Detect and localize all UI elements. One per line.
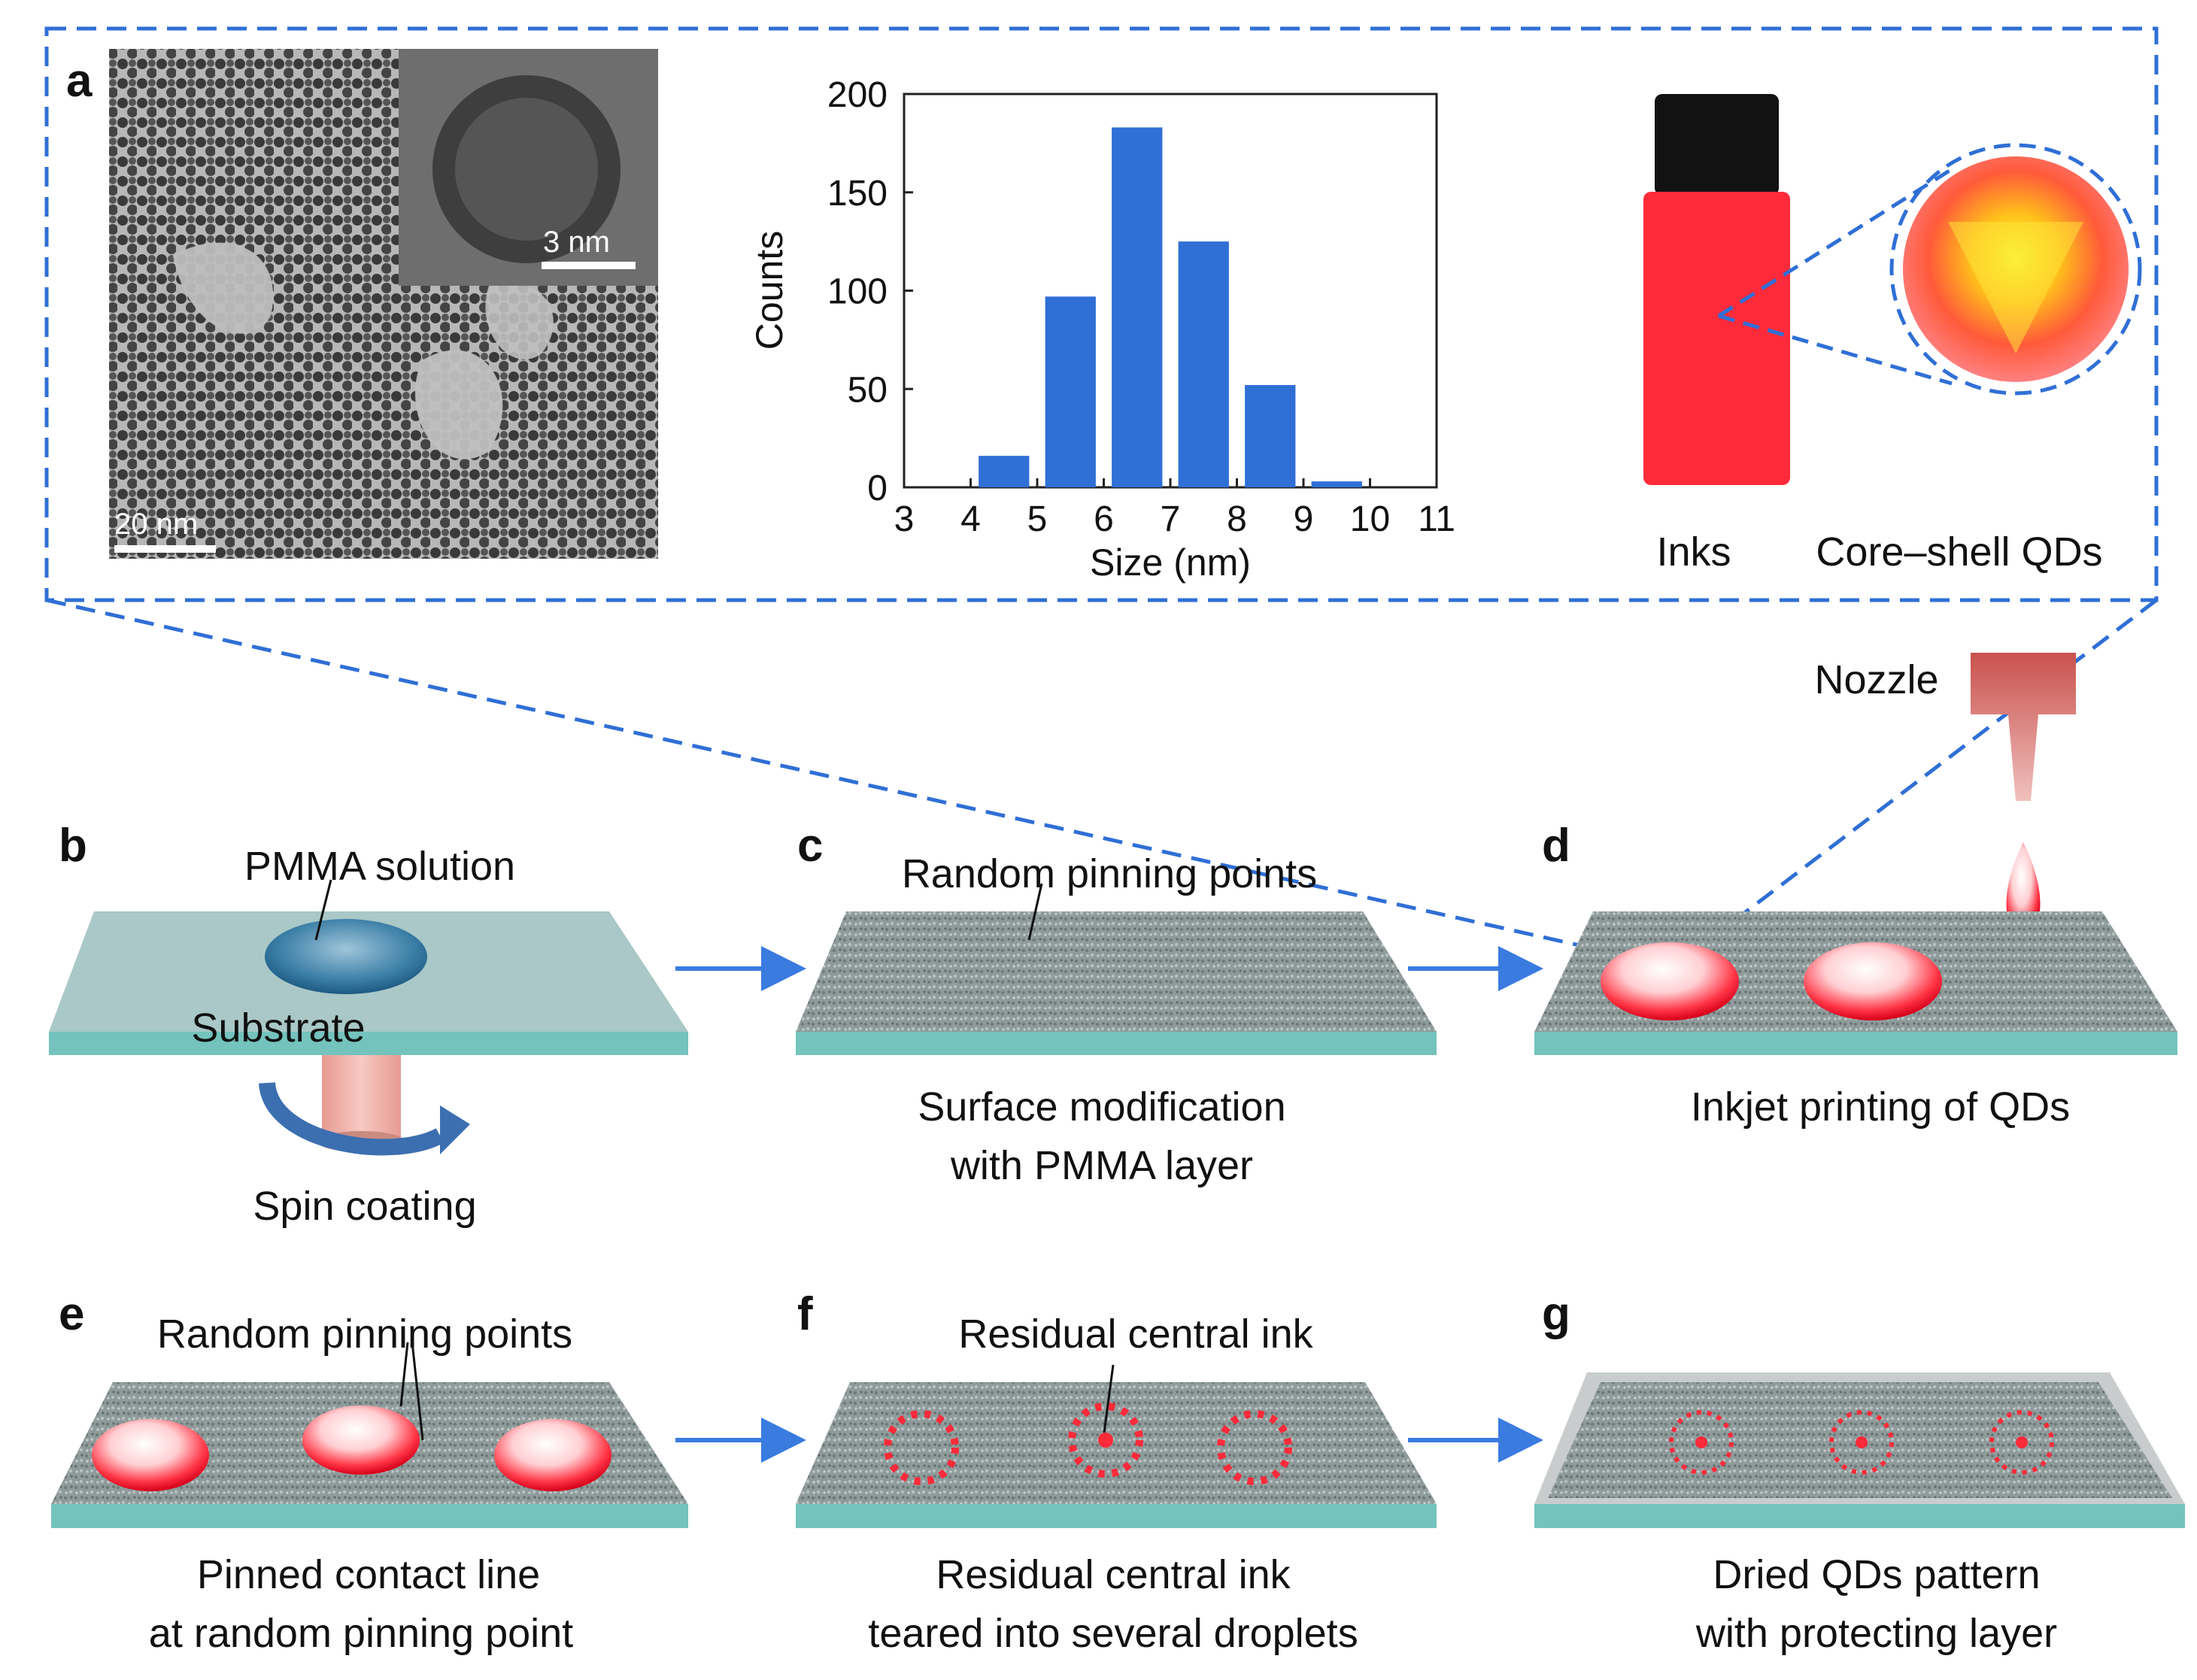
inset-scalebar xyxy=(542,262,636,269)
panel-label-f: f xyxy=(797,1288,813,1340)
caption-g-line1: Dried QDs pattern xyxy=(1713,1552,2040,1597)
caption-g-line2: with protecting layer xyxy=(1695,1611,2057,1656)
x-tick-label: 8 xyxy=(1227,499,1247,539)
nozzle: Nozzle xyxy=(1814,653,2076,940)
ink-vial: Inks xyxy=(1643,94,1790,575)
x-tick-label: 7 xyxy=(1161,499,1181,539)
panel-label-a: a xyxy=(66,55,93,107)
panel-c-substrate xyxy=(796,911,1437,1055)
panel-label-g: g xyxy=(1542,1288,1570,1340)
main-scalebar-label: 20 nm xyxy=(114,508,198,541)
y-tick-label: 0 xyxy=(867,469,888,508)
histogram-bar xyxy=(1178,241,1229,487)
x-tick-label: 11 xyxy=(1418,499,1455,539)
caption-d-line1: Inkjet printing of QDs xyxy=(1691,1084,2070,1130)
substrate-label: Substrate xyxy=(191,1005,365,1051)
x-tick-label: 4 xyxy=(960,499,981,539)
y-tick-label: 200 xyxy=(827,75,888,115)
pinning-pointer-e2 xyxy=(411,1342,424,1441)
dried-qd-pattern xyxy=(1669,1410,2054,1475)
panel-label-e: e xyxy=(59,1288,84,1340)
histogram-xlabel: Size (nm) xyxy=(1090,541,1251,584)
panel-label-c: c xyxy=(797,820,823,872)
tem-image: 3 nm 20 nm xyxy=(109,49,658,559)
histogram-bar xyxy=(1245,385,1296,487)
panel-a-dashed-frame xyxy=(44,26,2159,602)
caption-c-line1: Surface modification xyxy=(918,1084,1285,1130)
pinning-pointer-e1 xyxy=(399,1342,409,1407)
x-tick-label: 5 xyxy=(1027,499,1048,539)
torn-droplets-f xyxy=(884,1403,1292,1485)
random-pinning-label-e: Random pinning points xyxy=(157,1312,572,1357)
x-tick-label: 10 xyxy=(1350,499,1390,539)
y-tick-label: 100 xyxy=(827,272,888,312)
pmma-pointer xyxy=(314,879,332,941)
pinned-droplet-3 xyxy=(494,1419,611,1491)
caption-f-line1: Residual central ink xyxy=(936,1552,1291,1597)
histogram-bar xyxy=(979,456,1030,487)
spin-arrow xyxy=(259,1081,445,1156)
caption-e-line2: at random pinning point xyxy=(149,1611,573,1656)
x-tick-label: 9 xyxy=(1294,499,1314,539)
histogram-bar xyxy=(1112,127,1163,487)
caption-e-line1: Pinned contact line xyxy=(197,1552,540,1597)
projection-line-right xyxy=(1717,599,2158,934)
pinned-droplet-1 xyxy=(92,1419,209,1491)
vial-cap xyxy=(1655,94,1779,196)
pinned-droplet-2 xyxy=(302,1406,420,1475)
y-tick-label: 50 xyxy=(848,370,888,410)
panel-g-substrate xyxy=(1534,1372,2185,1528)
residual-pointer xyxy=(1103,1364,1115,1433)
random-pinning-label-c: Random pinning points xyxy=(902,851,1317,896)
spin-rod xyxy=(322,1055,401,1142)
histogram-frame xyxy=(903,92,1438,489)
qd-droplet-1 xyxy=(1601,942,1739,1020)
caption-f-line2: teared into several droplets xyxy=(868,1611,1358,1656)
zoom-line-lower xyxy=(1718,314,1953,386)
x-tick-label: 6 xyxy=(1094,499,1114,539)
vial-body xyxy=(1643,192,1790,485)
panel-label-d: d xyxy=(1542,820,1570,872)
y-tick-label: 150 xyxy=(827,174,888,214)
qd-droplet-2 xyxy=(1804,942,1942,1020)
pinning-pointer-c xyxy=(1027,883,1043,941)
main-scalebar xyxy=(114,545,216,553)
histogram-bar xyxy=(1045,296,1096,487)
pmma-droplet xyxy=(265,919,427,994)
x-tick-label: 3 xyxy=(894,499,915,539)
histogram-bar xyxy=(1311,481,1362,487)
residual-label: Residual central ink xyxy=(958,1312,1313,1357)
size-histogram: 3 4 5 6 7 8 9 10 11 0 50 100 150 200 Size (nm) Count… xyxy=(748,75,1455,584)
zoom-line-upper xyxy=(1717,167,1953,318)
core-shell-qd: Core–shell QDs xyxy=(1816,143,2142,575)
panel-label-b: b xyxy=(59,820,87,872)
histogram-ylabel: Counts xyxy=(748,231,790,350)
spin-coating-label: Spin coating xyxy=(253,1184,476,1229)
pmma-label: PMMA solution xyxy=(244,844,515,889)
qd-label: Core–shell QDs xyxy=(1816,529,2102,575)
caption-c-line2: with PMMA layer xyxy=(950,1143,1253,1188)
inset-scalebar-label: 3 nm xyxy=(543,226,610,259)
projection-line-left xyxy=(46,598,1607,954)
vial-label: Inks xyxy=(1656,529,1731,575)
nozzle-label: Nozzle xyxy=(1814,657,1938,702)
